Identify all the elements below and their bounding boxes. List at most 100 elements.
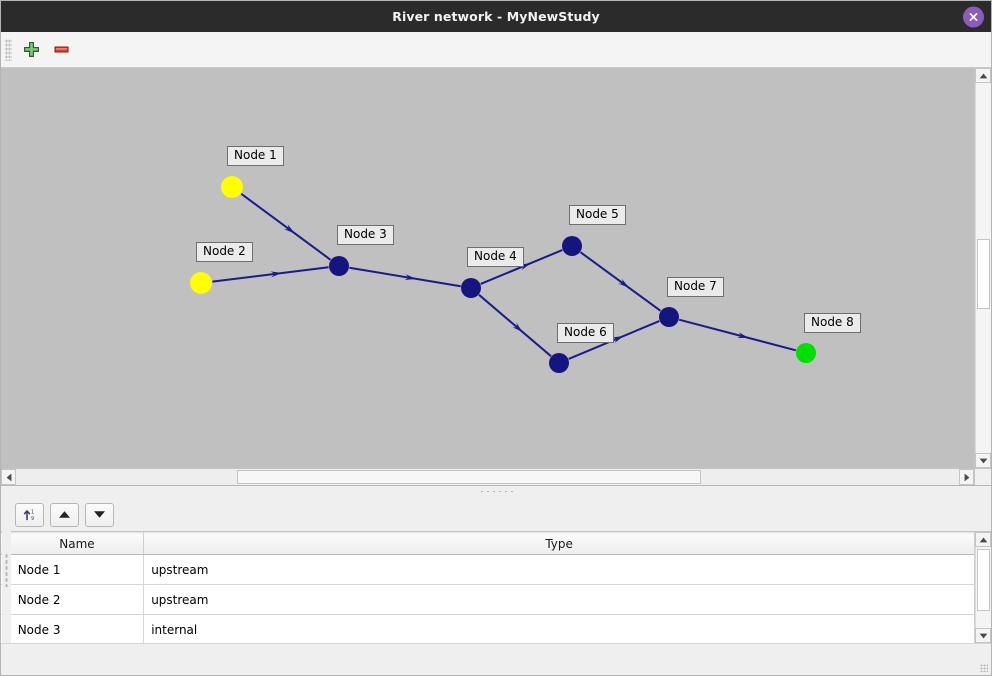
graph-horizontal-scrollbar[interactable] [1, 468, 991, 485]
edge-direction-arrow [618, 278, 629, 288]
nodes-move-up-button[interactable] [49, 502, 79, 527]
arrow-up-icon [58, 511, 70, 518]
column-header[interactable]: Type [143, 532, 974, 555]
graph-node[interactable] [659, 307, 679, 327]
horizontal-splitter[interactable] [1, 485, 991, 497]
sort-ascending-icon: 1 9 [23, 509, 34, 522]
graph-node-label[interactable]: Node 1 [227, 146, 284, 166]
vertical-splitter[interactable] [1, 497, 11, 643]
close-icon [969, 12, 978, 21]
node-layer [190, 176, 816, 373]
graph-edge[interactable] [212, 266, 329, 283]
graph-edge[interactable] [568, 320, 660, 360]
reaches-header-row: NameNode1Node2 [1, 532, 2, 555]
graph-edge[interactable] [478, 294, 552, 357]
green-plus-icon [23, 42, 39, 57]
nodes-vscroll-track[interactable] [975, 547, 991, 628]
graph-edge[interactable] [480, 249, 563, 285]
table-cell[interactable]: Node 1 -> Node 3 [1, 554, 2, 585]
graph-node-label[interactable]: Node 6 [557, 323, 614, 343]
graph-node[interactable] [549, 353, 569, 373]
graph-hscroll-thumb[interactable] [237, 470, 701, 484]
network-canvas[interactable]: Node 1 Node 2 Node 3 Node 4 Node 5 Node 6 Node… [1, 68, 974, 468]
table-cell[interactable]: Node 2 [10, 584, 145, 615]
scroll-left-button[interactable] [1, 469, 16, 485]
graph-node[interactable] [190, 272, 212, 294]
remove-node-button[interactable] [46, 35, 76, 65]
column-header[interactable]: Name [10, 532, 145, 555]
scrollbar-corner [974, 469, 991, 485]
column-header[interactable]: Name [1, 532, 2, 555]
triangle-down-icon [979, 633, 987, 638]
graph-vscroll-thumb[interactable] [977, 239, 990, 309]
graph-node[interactable] [796, 343, 816, 363]
nodes-vscroll-thumb[interactable] [977, 549, 990, 611]
window-title: River network - MyNewStudy [392, 9, 600, 24]
resize-grip-icon[interactable] [980, 664, 988, 672]
graph-vscroll-track[interactable] [975, 83, 991, 453]
graph-edge[interactable] [349, 266, 461, 288]
network-graph [190, 176, 816, 373]
scroll-up-button[interactable] [975, 68, 991, 83]
graph-node-label[interactable]: Node 7 [667, 277, 724, 297]
table-cell[interactable]: Node 3 -> Node 4 [1, 614, 2, 643]
add-node-button[interactable] [16, 35, 46, 65]
graph-edge[interactable] [240, 193, 332, 261]
red-minus-icon [54, 46, 68, 53]
graph-vertical-scrollbar[interactable] [974, 68, 991, 468]
scroll-down-button[interactable] [975, 453, 991, 468]
graph-node-label[interactable]: Node 5 [569, 205, 626, 225]
graph-node[interactable] [221, 176, 243, 198]
nodes-vertical-scrollbar[interactable] [974, 532, 991, 643]
edge-direction-arrow [404, 274, 416, 280]
table-cell[interactable]: Node 1 [10, 554, 145, 585]
triangle-right-icon [964, 473, 969, 481]
nodes-sort-button[interactable]: 1 9 [14, 502, 44, 527]
graph-edge[interactable] [678, 318, 797, 352]
table-cell[interactable]: upstream [143, 554, 974, 585]
nodes-toolbar: 1 9 [10, 497, 991, 531]
graph-hscroll-track[interactable] [16, 469, 959, 485]
title-bar: River network - MyNewStudy [1, 1, 991, 32]
graph-edge[interactable] [579, 251, 662, 312]
status-bar [1, 643, 991, 675]
graph-node[interactable] [329, 256, 349, 276]
close-window-button[interactable] [963, 6, 984, 27]
triangle-left-icon [6, 473, 11, 481]
graph-node-label[interactable]: Node 3 [337, 225, 394, 245]
triangle-up-icon [979, 73, 987, 78]
edge-direction-arrow [270, 271, 282, 278]
nodes-scroll-up-button[interactable] [975, 532, 991, 547]
graph-node-label[interactable]: Node 2 [196, 242, 253, 262]
graph-node-label[interactable]: Node 8 [804, 313, 861, 333]
svg-text:9: 9 [31, 516, 34, 522]
edge-layer [212, 193, 797, 360]
nodes-move-down-button[interactable] [84, 502, 114, 527]
table-cell[interactable]: upstream [143, 584, 974, 615]
triangle-up-icon [979, 537, 987, 542]
table-cell[interactable]: internal [143, 614, 974, 643]
table-cell[interactable]: Node 2 -> Node 3 [1, 584, 2, 615]
graph-pane: Node 1 Node 2 Node 3 Node 4 Node 5 Node 6 Node… [1, 68, 991, 468]
graph-node[interactable] [562, 236, 582, 256]
scroll-right-button[interactable] [959, 469, 974, 485]
graph-node[interactable] [461, 278, 481, 298]
graph-node-label[interactable]: Node 4 [467, 247, 524, 267]
toolbar-grip[interactable] [5, 38, 12, 61]
table-cell[interactable]: Node 3 [10, 614, 145, 643]
edge-direction-arrow [737, 332, 749, 339]
edge-direction-arrow [612, 335, 624, 343]
nodes-scroll-down-button[interactable] [975, 628, 991, 643]
